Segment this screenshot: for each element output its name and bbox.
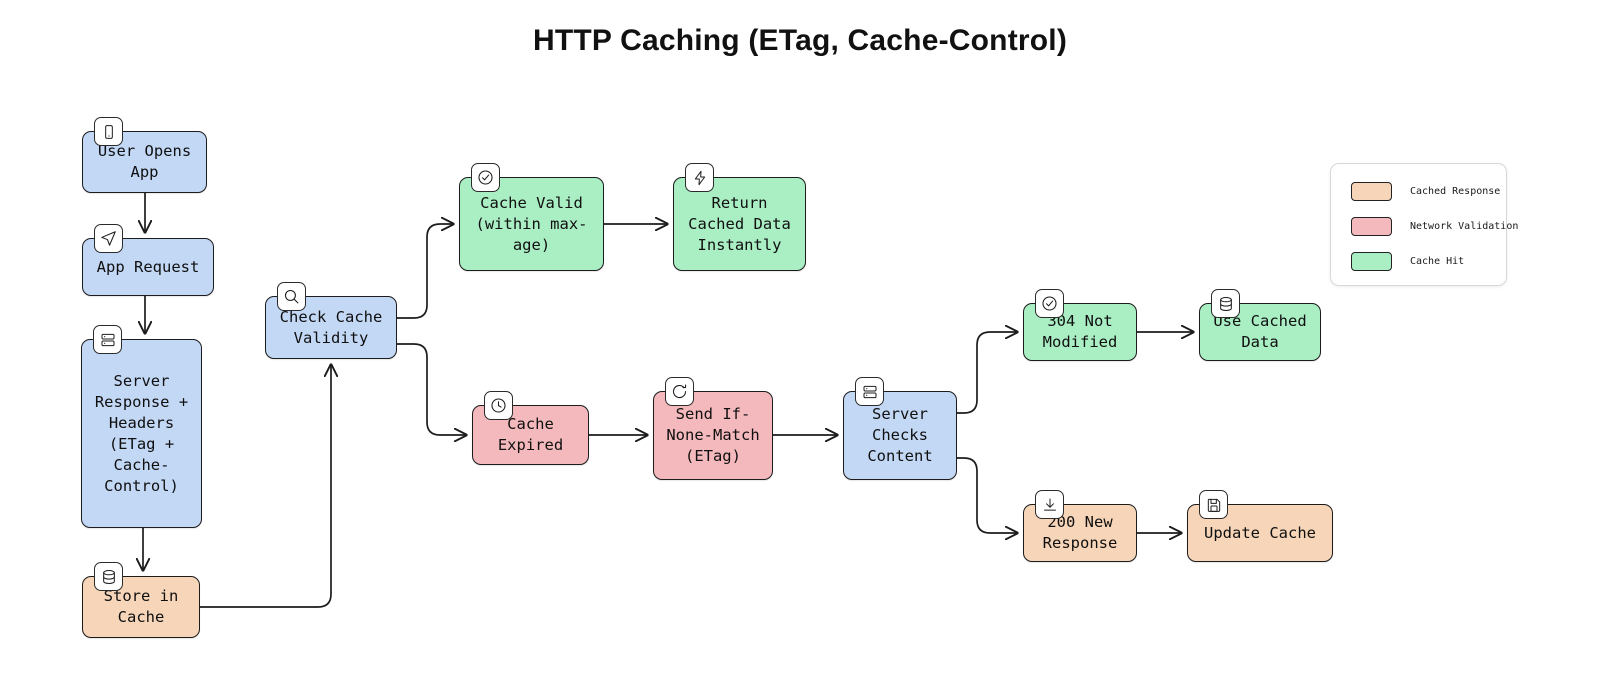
refresh-icon: [665, 377, 694, 406]
bolt-icon: [685, 163, 714, 192]
node-use-cached-data[interactable]: Use Cached Data: [1199, 289, 1321, 361]
edge-server-checks-to-200: [957, 457, 1017, 533]
node-label: Return Cached Data Instantly: [688, 193, 791, 254]
node-update-cache[interactable]: Update Cache: [1187, 490, 1333, 562]
download-icon: [1035, 490, 1064, 519]
edge-check-cache-validity-to-cache-expired: [397, 343, 466, 435]
node-label: Update Cache: [1204, 523, 1316, 542]
database-icon: [94, 562, 123, 591]
legend-swatch: [1351, 252, 1392, 271]
node-server-response[interactable]: Server Response + Headers (ETag + Cache-…: [81, 325, 202, 528]
database-icon: [1211, 289, 1240, 318]
legend-label: Network Validation: [1410, 221, 1519, 232]
edge-server-checks-to-304: [957, 332, 1017, 414]
server-icon: [855, 377, 884, 406]
node-check-cache-validity[interactable]: Check Cache Validity: [265, 282, 397, 359]
node-label: Server Checks Content: [867, 405, 933, 465]
node-label: Cache Expired: [497, 415, 564, 454]
clock-icon: [484, 391, 513, 420]
node-store-in-cache[interactable]: Store in Cache: [82, 562, 200, 638]
node-label: Cache Valid (within max- age): [475, 193, 588, 254]
page-title: HTTP Caching (ETag, Cache-Control): [532, 24, 1068, 57]
send-icon: [94, 224, 123, 253]
search-icon: [277, 282, 306, 311]
node-user-opens-app[interactable]: User Opens App: [82, 117, 207, 193]
legend-label: Cached Response: [1410, 186, 1501, 197]
node-send-if-none-match[interactable]: Send If- None-Match (ETag): [653, 377, 773, 480]
edge-check-cache-validity-to-cache-valid: [397, 224, 453, 319]
check-circle-icon: [471, 163, 500, 192]
node-label: User Opens App: [97, 142, 192, 181]
node-not-modified-304[interactable]: 304 Not Modified: [1023, 289, 1137, 361]
smartphone-icon: [94, 117, 123, 146]
legend-swatch: [1351, 182, 1392, 201]
node-label: Store in Cache: [103, 587, 179, 626]
node-new-response-200[interactable]: 200 New Response: [1023, 490, 1137, 562]
save-icon: [1199, 490, 1228, 519]
legend-item-network-validation: Network Validation: [1351, 215, 1518, 238]
node-return-cached-data[interactable]: Return Cached Data Instantly: [673, 163, 806, 271]
node-cache-valid[interactable]: Cache Valid (within max- age): [459, 163, 604, 271]
legend-item-cache-hit: Cache Hit: [1351, 250, 1486, 273]
check-circle-icon: [1035, 289, 1064, 318]
server-icon: [93, 325, 122, 354]
legend-swatch: [1351, 217, 1392, 236]
legend-label: Cache Hit: [1410, 256, 1465, 267]
node-label: Server Response + Headers (ETag + Cache-…: [94, 371, 189, 495]
legend-item-cached-response: Cached Response: [1351, 180, 1500, 203]
node-cache-expired[interactable]: Cache Expired: [472, 391, 589, 465]
node-label: Send If- None-Match (ETag): [666, 405, 760, 465]
node-server-checks[interactable]: Server Checks Content: [843, 377, 957, 480]
node-label: Check Cache Validity: [279, 307, 383, 347]
node-label: App Request: [96, 257, 200, 276]
edge-store-in-cache-to-check-cache-validity: [200, 365, 331, 608]
node-app-request[interactable]: App Request: [82, 224, 214, 296]
